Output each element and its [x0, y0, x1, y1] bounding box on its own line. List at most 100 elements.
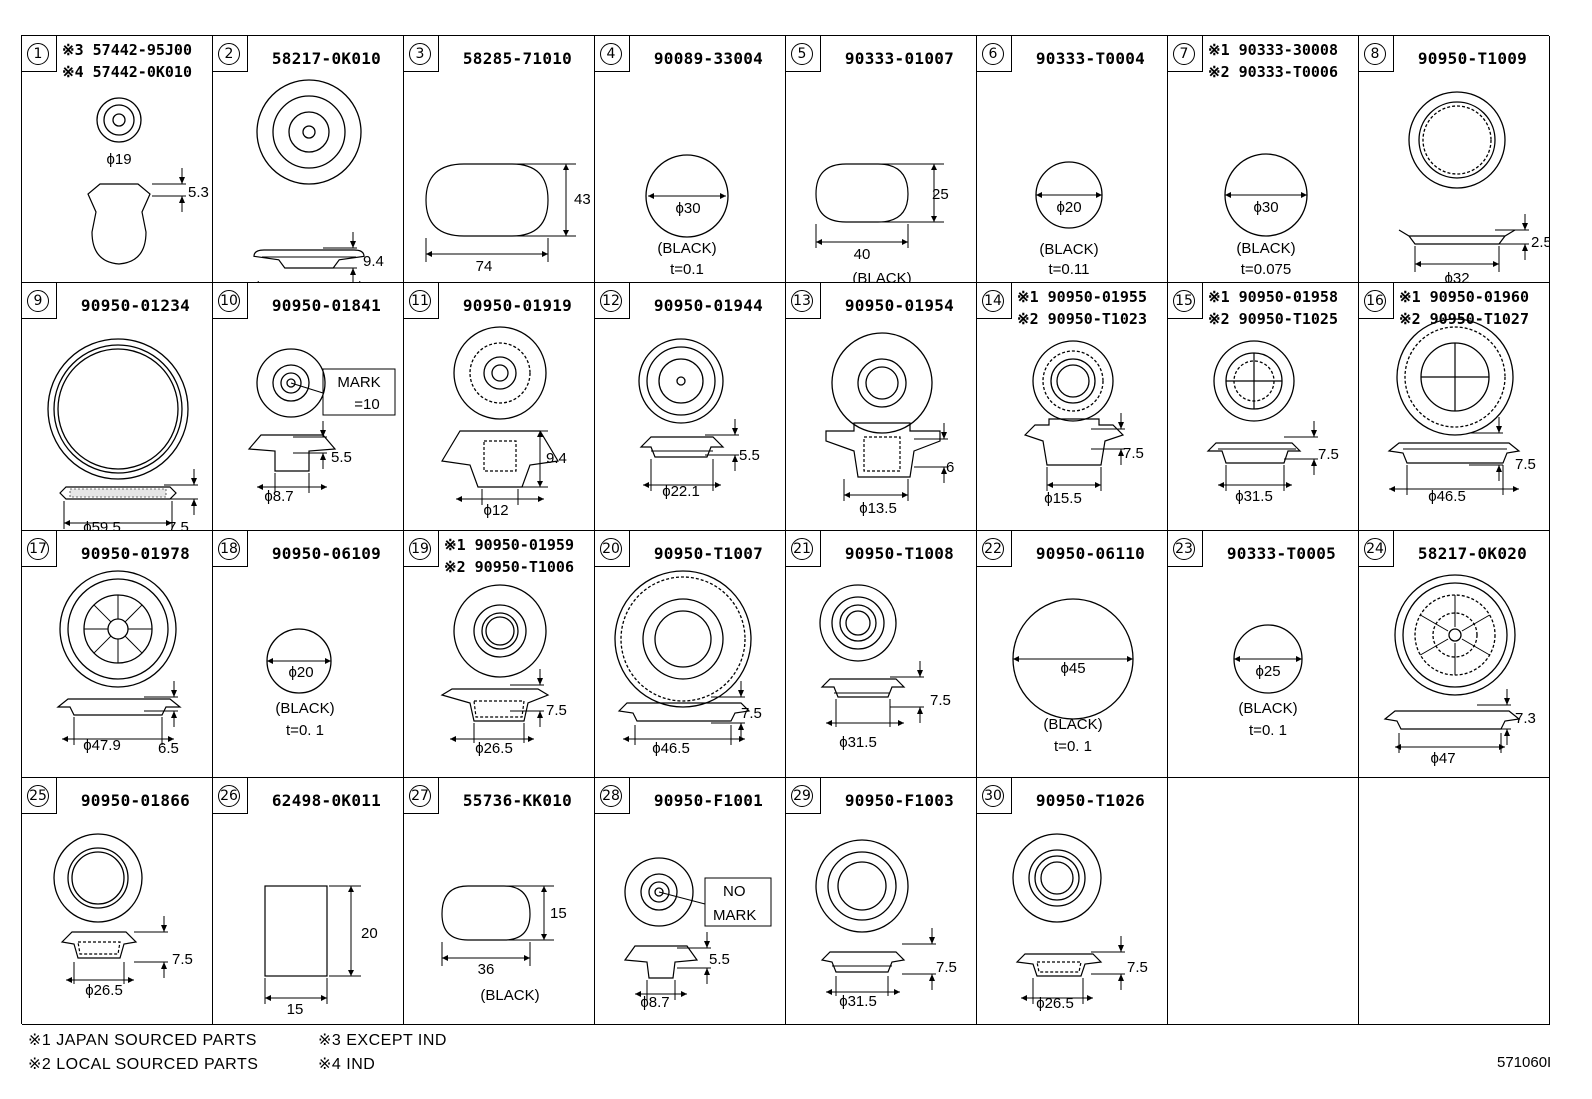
part-number: 90089-33004: [653, 49, 764, 68]
arrowhead: [524, 954, 530, 961]
outline-circle: [648, 881, 670, 903]
spoke-line: [124, 604, 143, 622]
oval-plug: [815, 163, 909, 223]
dimension-label: 9.4: [546, 450, 567, 467]
arrowhead: [1095, 482, 1101, 489]
arrowhead: [191, 499, 197, 507]
side-profile: [639, 436, 725, 458]
arrowhead: [898, 719, 904, 726]
callout-number: 27: [409, 784, 431, 807]
dimension-label: 43: [574, 191, 591, 208]
callout-number-box: 11: [404, 283, 439, 320]
arrowhead: [1225, 192, 1231, 198]
part-number-variant: ※2 90333-T0006: [1208, 63, 1338, 81]
outline-circle: [1422, 105, 1492, 175]
outline-circle: [469, 342, 531, 404]
arrowhead: [917, 669, 923, 677]
dimension-label: 7.3: [1515, 710, 1536, 727]
callout-number: 14: [982, 290, 1004, 313]
callout-number: 2: [218, 43, 240, 65]
part-number: 55736-KK010: [462, 790, 573, 810]
arrowhead: [931, 216, 937, 222]
part-drawing: MARK=105.5ϕ8.7: [247, 348, 396, 505]
dimension-label: 7.5: [172, 951, 193, 968]
arrowhead: [929, 936, 935, 944]
outline-circle: [1050, 358, 1096, 404]
callout-number-box: 16: [1359, 283, 1394, 320]
clip-side-view: [87, 183, 151, 265]
figure-id: 571060I: [1497, 1054, 1552, 1071]
arrowhead: [1389, 486, 1395, 493]
callout-number-box: 8: [1359, 36, 1394, 72]
outline-circle: [831, 595, 885, 650]
dimension-label: t=0.075: [1241, 261, 1291, 278]
dimension-label: 36: [478, 961, 495, 978]
spoke-line: [93, 635, 112, 653]
arrowhead: [66, 976, 72, 983]
part-number: 90950-06110: [1035, 543, 1146, 563]
arrowhead: [1021, 994, 1027, 1001]
callout-number-box: 28: [595, 777, 630, 814]
arrowhead: [62, 735, 68, 742]
callout-number: 8: [1364, 43, 1386, 65]
footnote-japan-sourced: ※1 JAPAN SOURCED PARTS: [28, 1032, 257, 1049]
dimension-label: 40: [854, 246, 871, 263]
callout-number: 5: [791, 43, 813, 65]
arrowhead: [894, 988, 900, 995]
arrowhead: [1118, 422, 1124, 430]
dimension-label: MARK: [713, 907, 756, 924]
oval-plug: [441, 885, 531, 941]
part-drawing: ϕ20(BLACK)t=0.11: [1035, 161, 1103, 278]
dimension-label: 7.5: [936, 959, 957, 976]
part-drawing: ϕ45(BLACK)t=0. 1: [1012, 597, 1134, 755]
inner-cavity: [863, 436, 901, 472]
outline-circle: [53, 344, 183, 474]
part-number-variant: ※1 90950-01959: [444, 535, 574, 554]
outline-circle: [819, 583, 897, 662]
part-drawing: ϕ30(BLACK)t=0.075: [1224, 153, 1308, 278]
outline-circle: [96, 97, 142, 143]
leader-line: [658, 891, 706, 905]
dimension-label: 7.5: [1318, 446, 1339, 463]
arrowhead: [1036, 192, 1042, 198]
empty-cell: [1359, 777, 1550, 1025]
arrowhead: [732, 428, 738, 436]
arrowhead: [816, 239, 822, 245]
arrowhead: [844, 492, 850, 499]
side-profile: [1015, 953, 1103, 977]
part-number: 90950-01919: [462, 296, 573, 316]
arrowhead: [1395, 743, 1401, 750]
arrowhead: [171, 689, 177, 697]
side-profile: [60, 931, 138, 959]
callout-number-box: 27: [404, 777, 439, 814]
callout-number: 19: [409, 537, 431, 560]
part-number: 90950-T1007: [653, 543, 764, 563]
center-hole: [112, 113, 126, 127]
arrowhead: [537, 431, 543, 438]
dimension-label: 6.5: [158, 740, 179, 757]
callout-number-box: 17: [22, 530, 57, 567]
arrowhead: [1286, 482, 1292, 489]
part-number-variant: ※1 90333-30008: [1208, 41, 1338, 59]
arrowhead: [902, 492, 908, 499]
dimension-label: 2.5: [1531, 234, 1550, 251]
flange-profile: [1398, 229, 1516, 245]
arrowhead: [528, 735, 534, 742]
arrowhead: [635, 990, 641, 997]
callout-number-box: 14: [977, 283, 1012, 320]
callout-number: 10: [218, 290, 240, 313]
dimension-label: ϕ8.7: [640, 994, 669, 1011]
part-number-variant: ※3 57442-95J00: [62, 41, 192, 59]
outline-circle: [67, 847, 129, 909]
